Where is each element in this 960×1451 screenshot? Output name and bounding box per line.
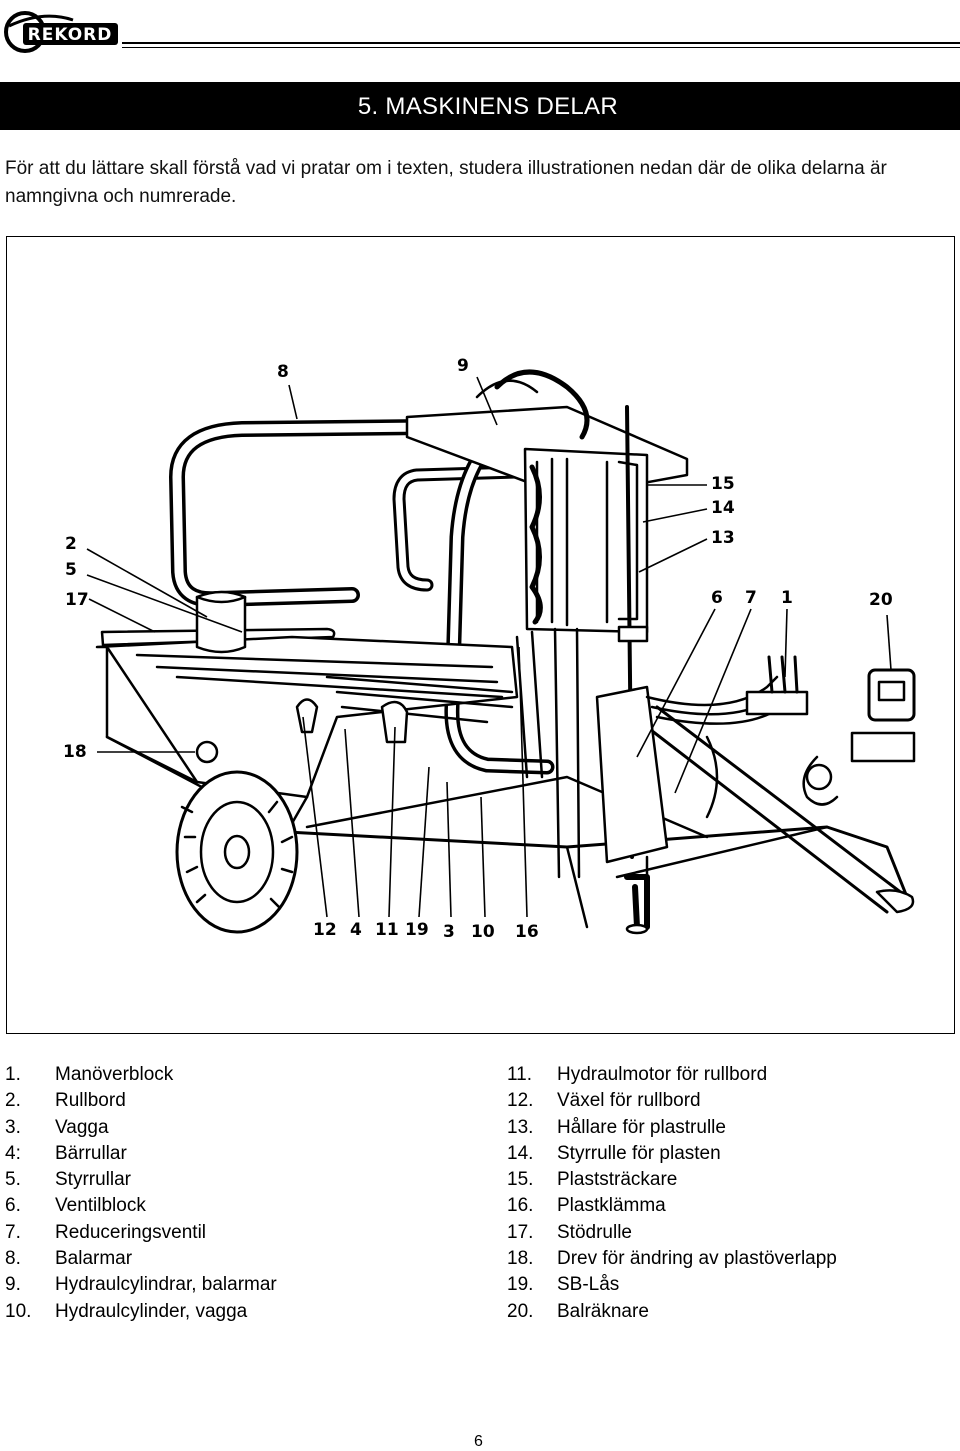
legend-label: Rullbord [55, 1090, 126, 1112]
callout-13: 13 [711, 528, 735, 548]
legend-number: 9. [5, 1274, 21, 1296]
callout-15: 15 [711, 474, 735, 494]
legend-number: 15. [507, 1169, 534, 1191]
legend-item: 18. Drev för ändring av plastöverlapp [507, 1246, 837, 1272]
legend-item: 9. Hydraulcylindrar, balarmar [5, 1272, 277, 1298]
legend-number: 12. [507, 1090, 534, 1112]
header-rule [122, 42, 960, 44]
section-title-bar: 5. MASKINENS DELAR [0, 82, 960, 130]
legend-number: 5. [5, 1169, 21, 1191]
legend-number: 14. [507, 1142, 534, 1164]
legend-item: 3. Vagga [5, 1115, 277, 1141]
legend-item: 2. Rullbord [5, 1088, 277, 1114]
legend-label: Drev för ändring av plastöverlapp [557, 1248, 837, 1270]
callout-7: 7 [745, 588, 757, 608]
callout-9: 9 [457, 356, 469, 376]
legend-item: 15. Plaststräckare [507, 1167, 837, 1193]
callout-10: 10 [471, 922, 495, 942]
leader-lines [86, 376, 892, 918]
legend-label: Styrrulle för plasten [557, 1142, 721, 1164]
legend-label: Stödrulle [557, 1221, 632, 1243]
callout-3: 3 [443, 922, 455, 942]
legend-item: 16. Plastklämma [507, 1193, 837, 1219]
legend-item: 19. SB-Lås [507, 1272, 837, 1298]
callout-4: 4 [350, 920, 362, 940]
legend-label: Plastklämma [557, 1195, 666, 1217]
header-rule-thin [122, 47, 960, 48]
legend-label: Hållare för plastrulle [557, 1116, 726, 1138]
callout-8: 8 [277, 362, 289, 382]
callout-6: 6 [711, 588, 723, 608]
callout-11: 11 [375, 920, 399, 940]
legend-item: 4: Bärrullar [5, 1141, 277, 1167]
callout-20: 20 [869, 590, 893, 610]
callout-17: 17 [65, 590, 89, 610]
legend-item: 7. Reduceringsventil [5, 1220, 277, 1246]
page-number: 6 [474, 1433, 483, 1450]
legend-label: Hydraulcylindrar, balarmar [55, 1274, 277, 1296]
logo-text: REKORD [28, 25, 113, 45]
legend-item: 5. Styrrullar [5, 1167, 277, 1193]
legend-number: 18. [507, 1248, 534, 1270]
legend-label: SB-Lås [557, 1274, 620, 1296]
legend-item: 1. Manöverblock [5, 1062, 277, 1088]
legend-number: 17. [507, 1221, 534, 1243]
callout-5: 5 [65, 560, 77, 580]
legend-number: 11. [507, 1064, 533, 1085]
legend-number: 16. [507, 1195, 534, 1217]
callout-14: 14 [711, 498, 735, 518]
legend-label: Ventilblock [55, 1195, 146, 1217]
legend-number: 4: [5, 1142, 21, 1164]
legend-label: Vagga [55, 1116, 109, 1138]
legend-item: 14. Styrrulle för plasten [507, 1141, 837, 1167]
section-title: 5. MASKINENS DELAR [357, 93, 618, 120]
legend-label: Reduceringsventil [55, 1221, 207, 1243]
legend-label: Balarmar [55, 1248, 133, 1270]
legend-item: 8. Balarmar [5, 1246, 277, 1272]
callout-16: 16 [515, 922, 539, 942]
legend-left: 1. Manöverblock 2. Rullbord 3. Vagga 4: Bärr… [5, 1062, 277, 1325]
legend-number: 8. [5, 1248, 21, 1270]
legend-number: 3. [5, 1116, 21, 1138]
legend-number: 19. [507, 1274, 534, 1296]
machine-illustration: 8 9 15 14 13 2 5 17 6 7 1 20 18 12 4 11 … [6, 236, 955, 1034]
legend-label: Hydraulcylinder, vagga [55, 1300, 248, 1322]
legend-number: 20. [507, 1300, 534, 1322]
legend-label: Hydraulmotor för rullbord [557, 1064, 768, 1085]
callout-18: 18 [63, 742, 87, 762]
callout-12: 12 [313, 920, 337, 940]
legend-number: 7. [5, 1221, 21, 1243]
legend-item: 17. Stödrulle [507, 1220, 837, 1246]
intro-paragraph: För att du lättare skall förstå vad vi p… [5, 158, 887, 207]
legend-item: 13. Hållare för plastrulle [507, 1115, 837, 1141]
callout-labels: 8 9 15 14 13 2 5 17 6 7 1 20 18 12 4 11 … [63, 356, 893, 942]
callout-1: 1 [781, 588, 793, 608]
legend-number: 13. [507, 1116, 534, 1138]
legend-item: 20. Balräknare [507, 1299, 837, 1325]
legend-number: 10. [5, 1300, 32, 1322]
legend-number: 2. [5, 1090, 21, 1112]
legend-right: 11. Hydraulmotor för rullbord 12. Växel fö… [507, 1062, 837, 1325]
legend-label: Bärrullar [55, 1142, 127, 1164]
legend-label: Plaststräckare [557, 1169, 678, 1191]
rekord-logo: REKORD [3, 6, 121, 54]
legend-number: 6. [5, 1195, 21, 1217]
legend-item: 6. Ventilblock [5, 1193, 277, 1219]
legend-item: 11. Hydraulmotor för rullbord [507, 1062, 837, 1088]
callout-19: 19 [405, 920, 429, 940]
legend-label: Manöverblock [55, 1064, 174, 1085]
legend-label: Styrrullar [55, 1169, 132, 1191]
machine-drawing [95, 369, 916, 935]
callout-2: 2 [65, 534, 77, 554]
legend-item: 12. Växel för rullbord [507, 1088, 837, 1114]
legend-label: Balräknare [557, 1300, 649, 1322]
legend-label: Växel för rullbord [557, 1090, 701, 1112]
legend-item: 10. Hydraulcylinder, vagga [5, 1299, 277, 1325]
legend-number: 1. [5, 1064, 21, 1085]
